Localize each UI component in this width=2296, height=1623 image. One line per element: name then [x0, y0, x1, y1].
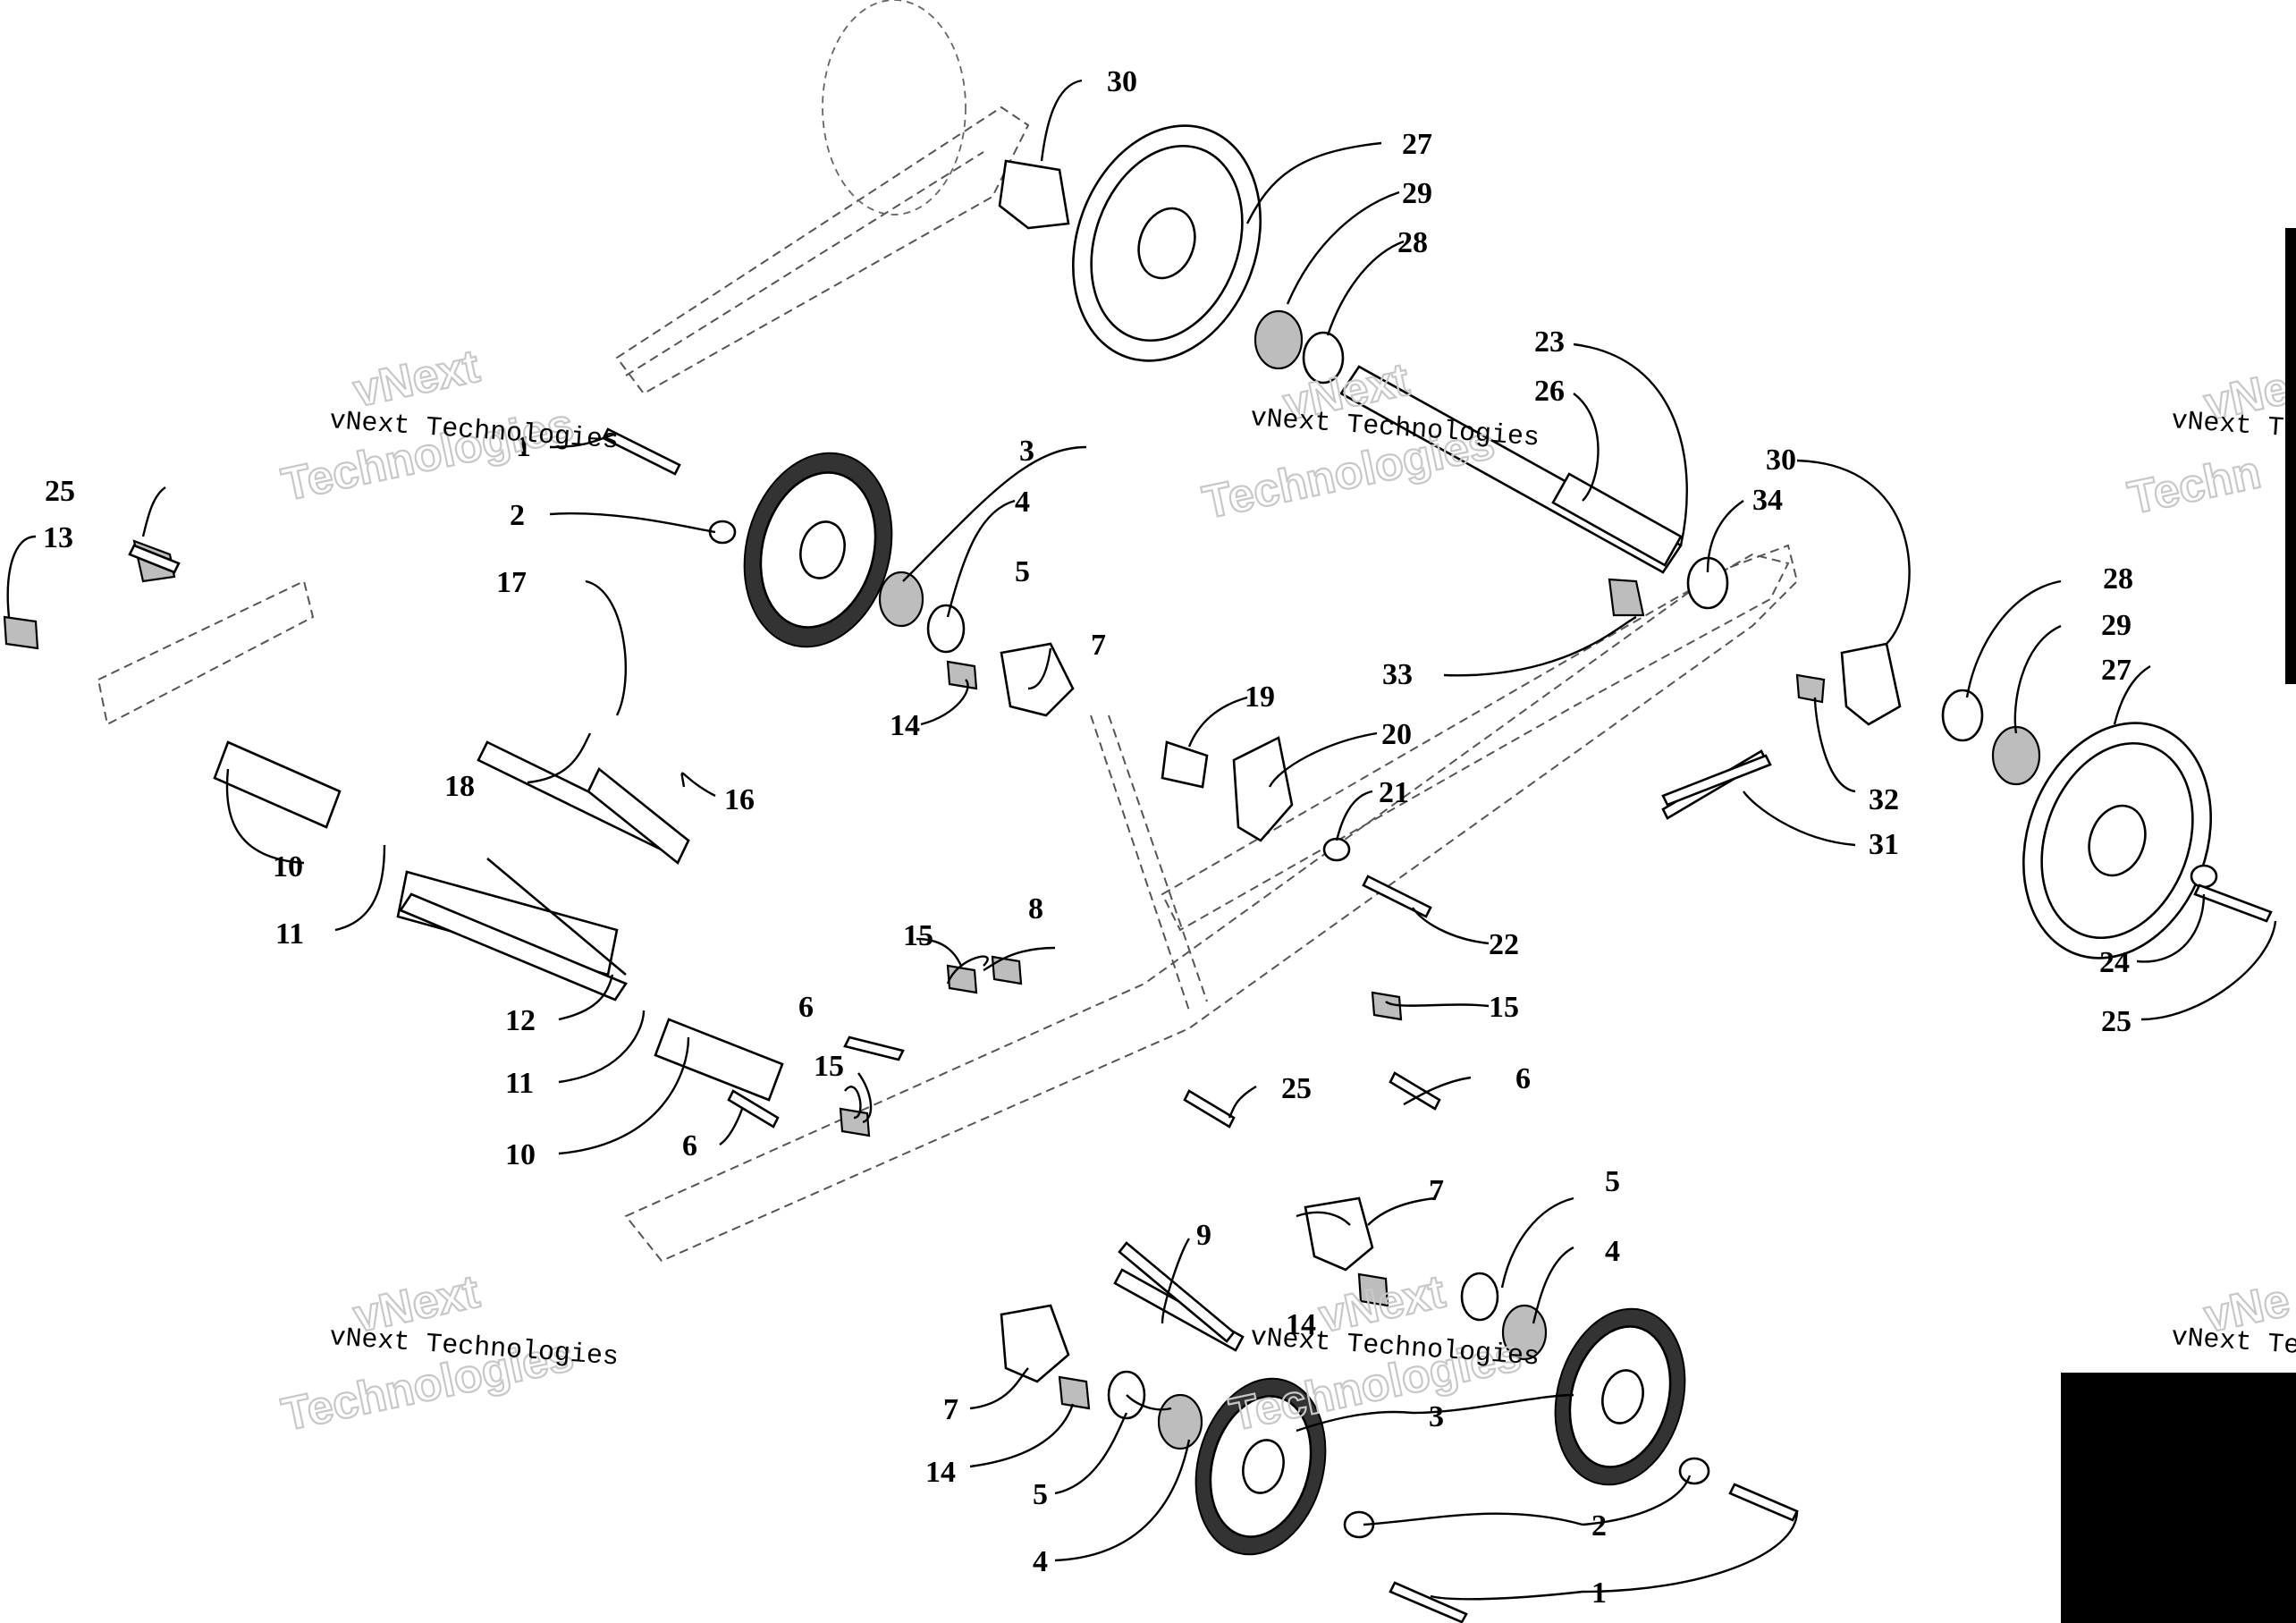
callout-12: 12 — [505, 1004, 536, 1037]
callout-15-b: 15 — [814, 1050, 844, 1083]
callout-4-right: 4 — [1605, 1235, 1620, 1268]
left-rail-upper — [615, 0, 1030, 395]
callout-5-upper: 5 — [1015, 555, 1030, 588]
wheel-3-upper — [743, 452, 893, 648]
callout-6-right: 6 — [1515, 1062, 1531, 1095]
right-rail-upper — [1161, 553, 1790, 932]
callout-20: 20 — [1381, 718, 1412, 751]
callout-23: 23 — [1534, 325, 1565, 359]
callout-27-top: 27 — [1402, 128, 1432, 161]
callout-25-mid: 25 — [1281, 1072, 1312, 1105]
callout-16: 16 — [724, 783, 755, 816]
svg-text:vNext: vNext — [349, 341, 484, 418]
callout-10-a: 10 — [273, 850, 303, 883]
callout-10-b: 10 — [505, 1138, 536, 1171]
idler-wheel-27-right — [2022, 722, 2213, 959]
callout-4-upper: 4 — [1015, 486, 1030, 519]
callout-2-lower: 2 — [1591, 1509, 1607, 1543]
leader-lines — [6, 79, 2277, 1601]
callout-6-a: 6 — [798, 991, 814, 1024]
callout-27-right: 27 — [2101, 654, 2131, 687]
watermark-right-bottom-partial: vNe vNext Te — [2170, 1273, 2296, 1362]
edge-block-right-lower — [2061, 1373, 2296, 1623]
callout-2-top: 2 — [510, 499, 525, 532]
callout-14-mid: 14 — [1286, 1308, 1316, 1341]
wheel-3-lower-left — [1194, 1377, 1327, 1556]
callout-17: 17 — [496, 566, 527, 599]
callout-33: 33 — [1382, 658, 1413, 691]
callout-21: 21 — [1379, 776, 1409, 809]
svg-text:Techn: Techn — [2123, 446, 2265, 525]
callout-24: 24 — [2099, 946, 2130, 979]
callout-14-upper: 14 — [890, 709, 920, 742]
callout-15-right: 15 — [1489, 991, 1519, 1024]
callout-28-top: 28 — [1397, 226, 1428, 259]
callout-32: 32 — [1869, 783, 1899, 816]
watermark-bottom-left: vNext Technologies vNext Technologies — [276, 1264, 620, 1441]
callout-14-lower: 14 — [925, 1456, 956, 1489]
callout-7-right: 7 — [1429, 1174, 1444, 1207]
bearings-and-rings — [708, 309, 2218, 1539]
callout-4-lower: 4 — [1033, 1545, 1048, 1578]
callout-26: 26 — [1534, 375, 1565, 408]
callout-29-top: 29 — [1402, 177, 1432, 210]
callout-15-a: 15 — [903, 919, 933, 952]
bolts-and-nuts — [3, 427, 2273, 1623]
callout-11-b: 11 — [505, 1067, 534, 1100]
callout-30-top: 30 — [1107, 65, 1137, 98]
callout-7-lower: 7 — [943, 1393, 958, 1426]
callout-5-right: 5 — [1605, 1165, 1620, 1198]
watermark-top-left: vNext Technologies vNext Technologies — [276, 339, 620, 511]
callout-1-top: 1 — [516, 430, 531, 463]
callout-8: 8 — [1028, 892, 1043, 926]
watermark-right-top-partial: vNe Techn vNext Te — [2123, 361, 2296, 526]
callout-11-a: 11 — [275, 917, 304, 951]
shafts — [213, 365, 1768, 1352]
callout-18: 18 — [444, 770, 475, 803]
callout-34: 34 — [1752, 484, 1783, 517]
callout-22: 22 — [1489, 928, 1519, 961]
edge-block-right-upper — [2285, 228, 2296, 684]
watermark-top-center: vNext Technologies vNext Technologies — [1197, 352, 1541, 529]
callout-6-b: 6 — [682, 1129, 697, 1162]
callout-29-right: 29 — [2101, 609, 2131, 642]
callout-19: 19 — [1245, 680, 1275, 714]
callout-7-upper: 7 — [1091, 629, 1106, 662]
brackets — [998, 159, 1902, 1383]
callout-1-lower: 1 — [1591, 1577, 1607, 1610]
callout-3-lower: 3 — [1429, 1400, 1444, 1433]
callout-28-right: 28 — [2103, 562, 2133, 596]
callout-31: 31 — [1869, 828, 1899, 861]
idler-wheel-27-top — [1071, 124, 1262, 362]
callout-25-right: 25 — [2101, 1005, 2131, 1038]
wheel-3-lower-right — [1554, 1307, 1686, 1486]
callout-25-left: 25 — [45, 475, 75, 508]
callout-13: 13 — [43, 521, 73, 554]
callout-30-right: 30 — [1766, 444, 1796, 477]
callout-5-lower: 5 — [1033, 1478, 1048, 1511]
callout-9: 9 — [1196, 1219, 1211, 1252]
callout-labels: 30 27 29 28 23 26 34 30 28 29 27 33 32 3… — [43, 65, 2133, 1610]
callout-3-upper: 3 — [1019, 435, 1034, 468]
